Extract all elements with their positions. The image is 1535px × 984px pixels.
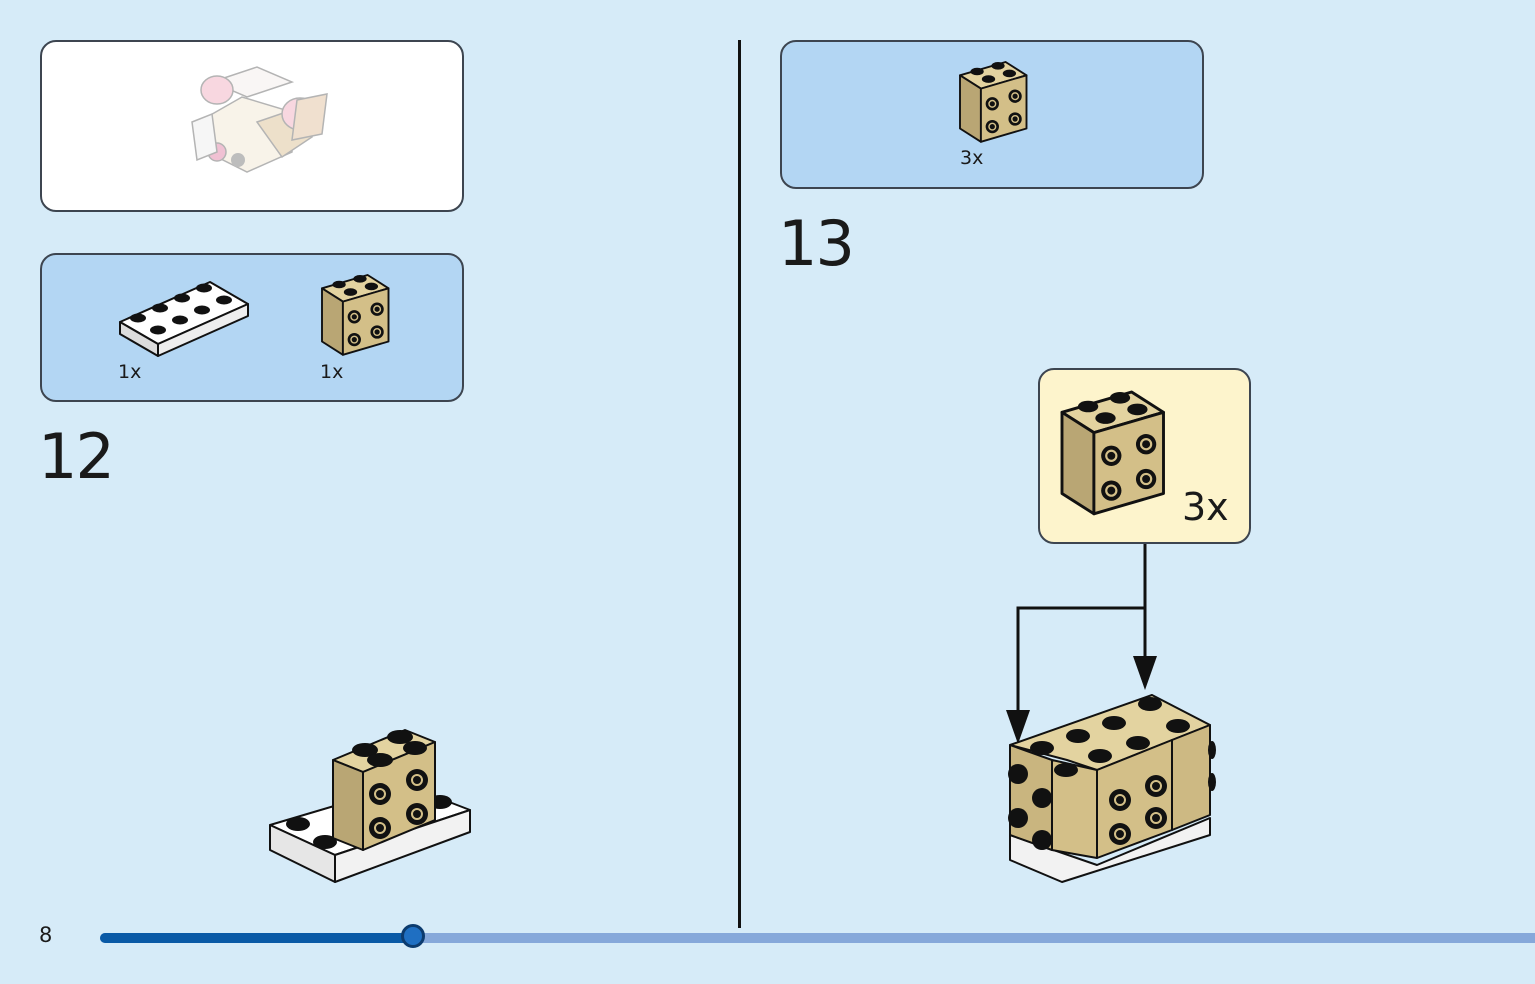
progress-fill bbox=[100, 933, 413, 943]
tan-brick-side-studs-icon bbox=[1060, 390, 1165, 516]
step-13-parts-panel: 3x bbox=[780, 40, 1204, 189]
step-12-parts-panel: 1x 1x bbox=[40, 253, 464, 402]
step-12-assembly-image bbox=[269, 729, 471, 883]
model-preview-image bbox=[191, 66, 328, 173]
page-number: 8 bbox=[39, 923, 53, 947]
arrow-head-icon bbox=[1133, 656, 1157, 690]
part-qty: 3x bbox=[960, 147, 984, 169]
step-number: 12 bbox=[38, 420, 115, 493]
model-preview-panel bbox=[40, 40, 464, 212]
part-qty: 1x bbox=[118, 361, 142, 383]
white-plate-2x4-icon bbox=[119, 281, 249, 357]
page-divider bbox=[738, 40, 741, 928]
tan-brick-side-studs-icon bbox=[321, 274, 390, 356]
callout-qty: 3x bbox=[1182, 485, 1229, 529]
sub-assembly-callout: 3x bbox=[1038, 368, 1251, 544]
part-qty: 1x bbox=[320, 361, 344, 383]
step-number: 13 bbox=[778, 207, 855, 280]
tan-brick-side-studs-icon bbox=[959, 61, 1028, 143]
arrow-head-icon bbox=[1006, 710, 1030, 744]
placement-arrows bbox=[1006, 544, 1157, 744]
progress-bar bbox=[100, 933, 1535, 943]
step-13-assembly-image bbox=[1008, 694, 1216, 883]
progress-marker bbox=[401, 924, 425, 948]
